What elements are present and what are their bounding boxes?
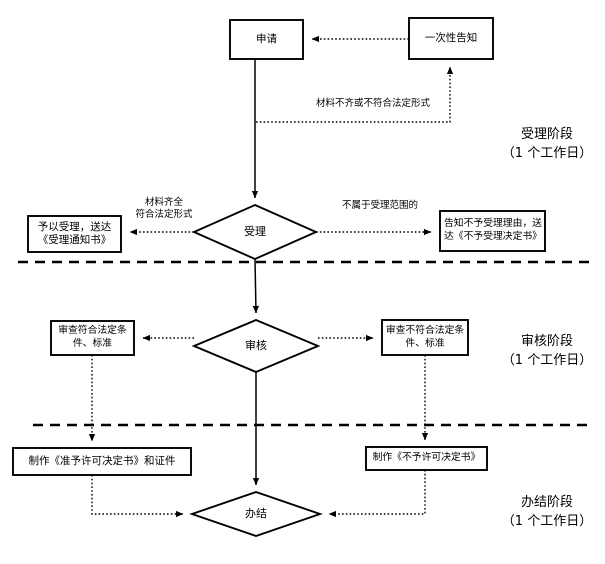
stage-completion-duration: （1 个工作日） <box>501 513 593 529</box>
node-make-permit-shape <box>12 447 192 476</box>
stage-review-duration: （1 个工作日） <box>501 352 593 368</box>
edge-make-permit-to-finish <box>91 475 184 518</box>
stage-label-completion: 办结阶段 （1 个工作日） <box>497 494 597 532</box>
node-one-time-notice-shape <box>408 17 494 60</box>
stage-acceptance-name: 受理阶段 <box>520 127 573 142</box>
node-finish-shape <box>189 490 323 538</box>
stage-completion-name: 办结阶段 <box>520 495 573 510</box>
node-accept-no-shape <box>439 210 546 252</box>
node-review-fail-shape <box>381 319 469 356</box>
stage-label-acceptance: 受理阶段 （1 个工作日） <box>497 126 597 164</box>
stage-acceptance-duration: （1 个工作日） <box>501 145 593 161</box>
node-review-shape <box>191 318 321 374</box>
stage-label-review: 审核阶段 （1 个工作日） <box>497 333 597 371</box>
stage-review-name: 审核阶段 <box>520 334 573 349</box>
edge-apply-to-notice <box>256 66 454 123</box>
edge-label-incomplete-materials: 材料不齐或不符合法定形式 <box>315 98 430 109</box>
node-review-pass-shape <box>50 320 135 356</box>
edge-label-out-of-scope: 不属于受理范围的 <box>341 200 418 211</box>
edge-make-refuse-to-finish <box>328 470 426 518</box>
edge-accept-to-review <box>252 258 260 314</box>
node-accept-yes-shape <box>27 215 122 253</box>
node-apply-shape <box>229 19 304 60</box>
node-accept-shape <box>191 203 319 261</box>
node-make-refuse-shape <box>365 446 488 471</box>
edge-label-materials-ok: 材料齐全 符合法定形式 <box>135 197 193 221</box>
